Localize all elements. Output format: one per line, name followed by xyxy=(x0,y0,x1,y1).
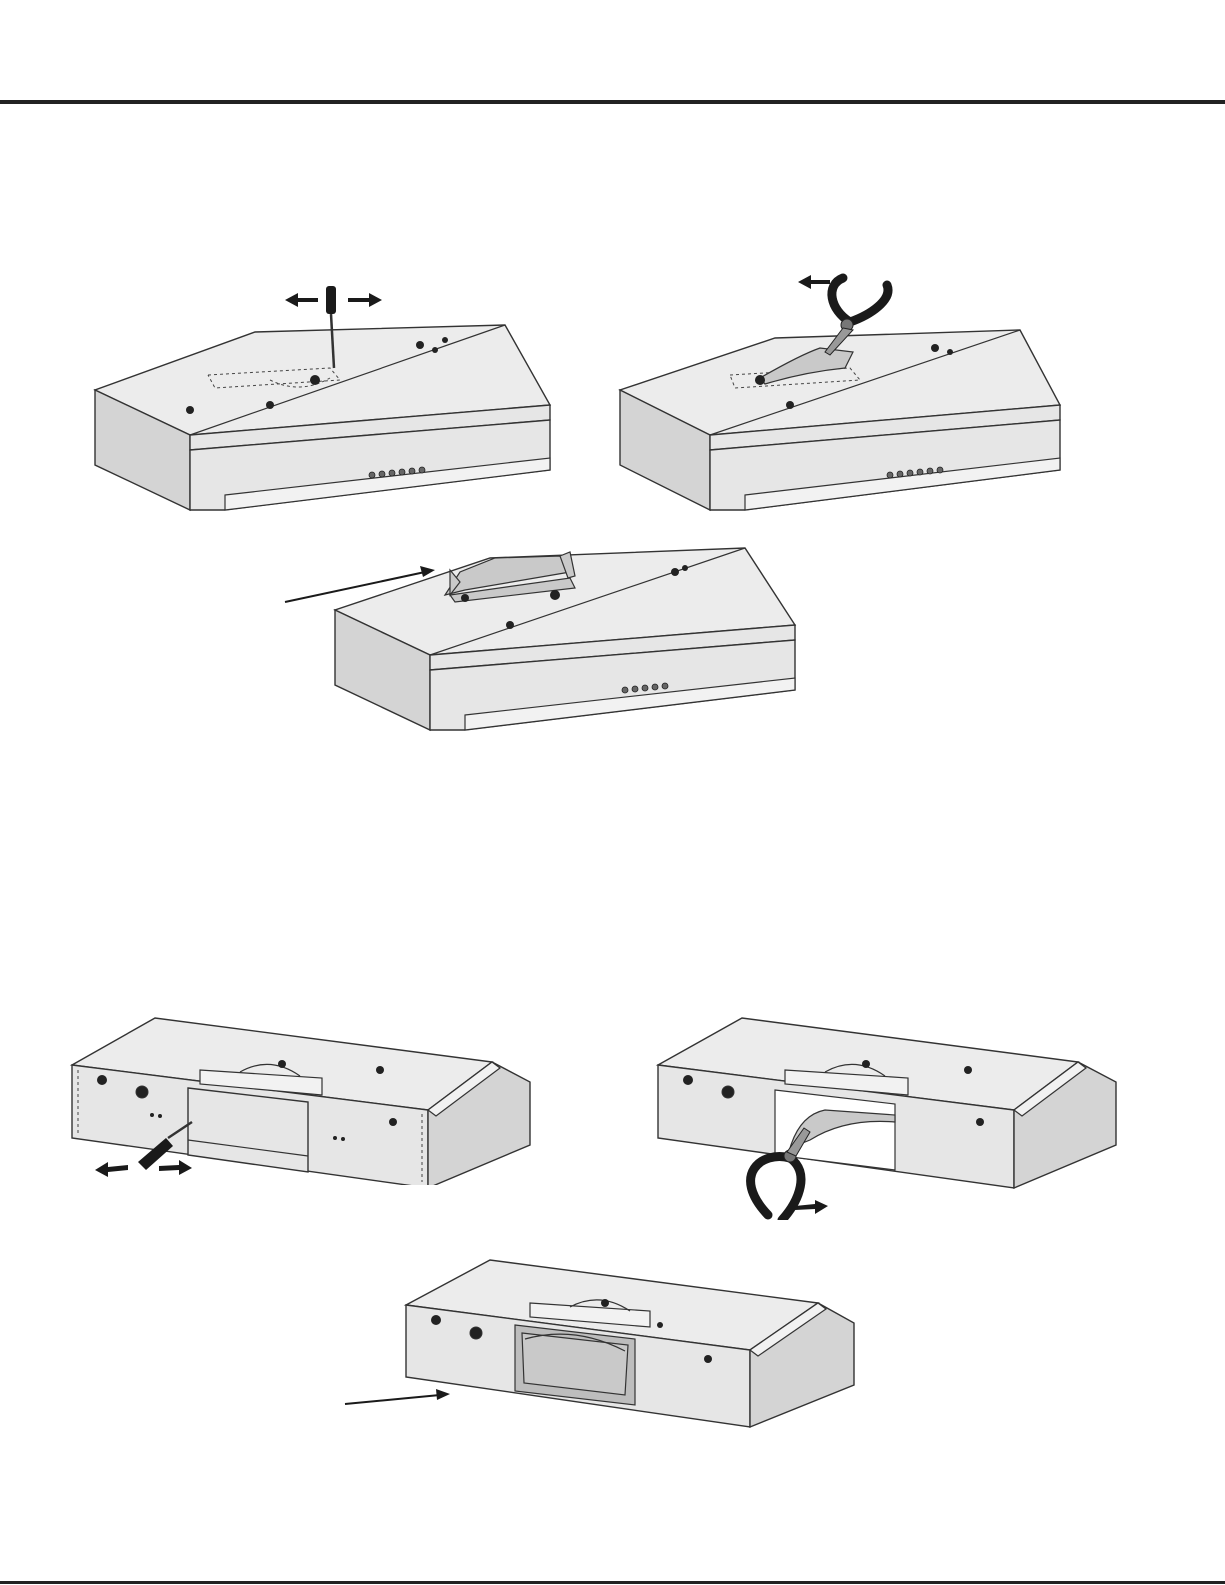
range-hood xyxy=(406,1260,854,1427)
figure-top-knockout-pry xyxy=(90,280,560,520)
range-hood xyxy=(620,330,1060,510)
figure-rear-knockout-pull xyxy=(650,1010,1130,1220)
pointer-arrow-icon xyxy=(345,1389,450,1404)
range-hood xyxy=(95,325,550,510)
header-rule xyxy=(0,100,1225,104)
arrow-right-icon xyxy=(795,1200,828,1214)
figure-rear-knockout-pry xyxy=(60,1010,540,1185)
arrow-left-icon xyxy=(798,275,830,289)
figure-rear-knockout-removed xyxy=(340,1255,860,1455)
footer-rule xyxy=(0,1581,1225,1584)
range-hood xyxy=(335,548,795,730)
figure-top-knockout-removed xyxy=(280,540,800,740)
knockout-flap xyxy=(515,1325,635,1405)
figure-top-knockout-pull xyxy=(615,270,1075,520)
range-hood xyxy=(658,1018,1116,1188)
